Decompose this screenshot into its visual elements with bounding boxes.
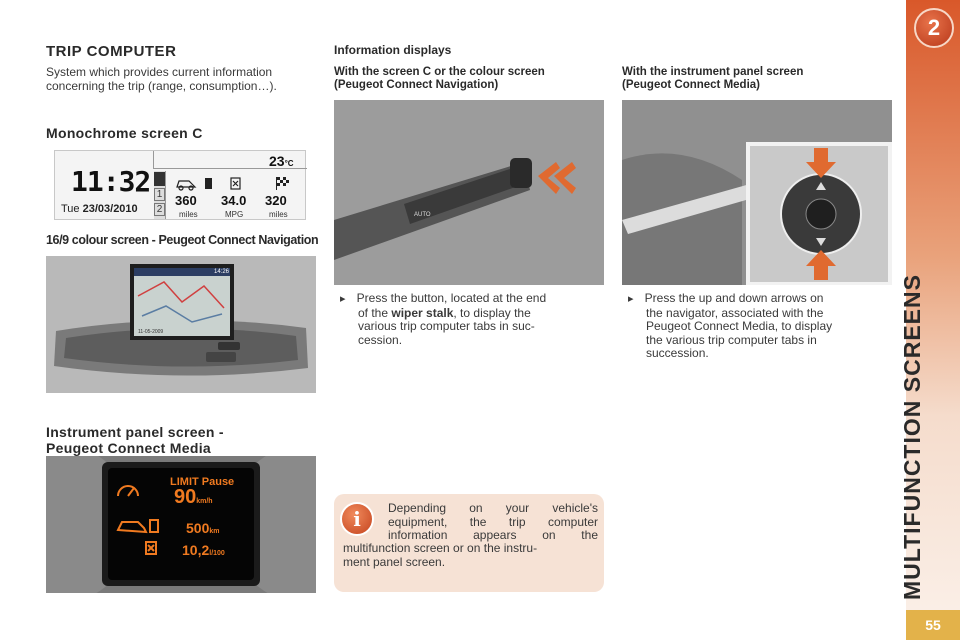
- mono-temperature: 23°C: [269, 153, 294, 169]
- cluster-speed: 90km/h: [174, 486, 213, 508]
- info-icon: i: [340, 502, 374, 536]
- orange-arrow-down-icon: [806, 148, 836, 178]
- car-fuel-icon: [116, 519, 159, 534]
- chapter-title: MULTIFUNCTION SCREENS: [899, 274, 925, 600]
- note-text: multifunction screen or on the instru- m…: [343, 541, 538, 569]
- mono-value-distance: 320: [265, 193, 287, 208]
- stalk-label: AUTO: [414, 212, 431, 218]
- up-arrow-icon: [816, 182, 826, 190]
- mono-clock: 11:32: [71, 165, 151, 198]
- car-range-icon: [176, 180, 197, 191]
- down-arrow-icon: [816, 238, 826, 246]
- information-note: [334, 494, 604, 592]
- instrument-cluster-photo: LIMIT Pause 90km/h 500km 10,2l/100: [46, 456, 316, 593]
- mono-value-range: 360: [175, 193, 197, 208]
- car-tab-icon: [154, 172, 165, 186]
- information-displays-title: Information displays: [334, 43, 452, 57]
- mono-unit-consumption: MPG: [225, 210, 244, 219]
- cluster-limit-label: LIMIT Pause: [170, 476, 235, 488]
- checkered-flag-icon: [276, 177, 289, 190]
- cluster-consumption: 10,2l/100: [182, 542, 225, 558]
- instrument-screen-subtitle: With the instrument panel screen (Peugeo…: [622, 66, 804, 91]
- mono-value-consumption: 34.0: [221, 193, 247, 208]
- monochrome-screen-image: 11:32 Tue 23/03/2010 23°C 1 2 360 miles …: [54, 150, 307, 220]
- monochrome-screen-title: Monochrome screen C: [46, 125, 203, 141]
- orange-arrow-icon: [538, 162, 576, 194]
- page-number: 55: [906, 610, 960, 640]
- bullet-icon: ▸: [628, 293, 634, 305]
- stalk-instruction: ▸ Press the button, located at the end o…: [340, 291, 547, 347]
- note-text-indented: Depending on your vehicle's equipment, t…: [388, 501, 598, 542]
- colour-screen-subtitle: With the screen C or the colour screen (…: [334, 66, 545, 91]
- colour-screen-caption: 16/9 colour screen - Peugeot Connect Nav…: [46, 233, 319, 247]
- speedometer-icon: [117, 485, 139, 497]
- chapter-number-badge: 2: [914, 8, 954, 48]
- nav-screen-clock: 14:26: [214, 269, 230, 275]
- mono-unit-distance: miles: [269, 210, 288, 219]
- navigator-photo: [622, 100, 892, 285]
- nav-screen-date: 11-05-2009: [138, 329, 164, 335]
- mono-unit-range: miles: [179, 210, 198, 219]
- orange-arrow-up-icon: [806, 250, 836, 280]
- mono-tab-2: 2: [154, 203, 165, 216]
- mono-trip-icons: [176, 177, 289, 191]
- wiper-stalk-photo: AUTO: [334, 100, 604, 285]
- mono-date: Tue 23/03/2010: [61, 203, 138, 215]
- fuel-consumption-icon: [230, 177, 241, 190]
- trip-computer-description: System which provides current informatio…: [46, 65, 277, 93]
- navigation-screen-photo: 14:26 11-05-2009: [46, 256, 316, 393]
- mono-tab-1: 1: [154, 188, 165, 201]
- consumption-icon: [145, 541, 157, 555]
- navigator-instruction: ▸ Press the up and down arrows on the na…: [628, 291, 833, 360]
- instrument-panel-title: Instrument panel screen - Peugeot Connec…: [46, 424, 224, 456]
- cluster-range: 500km: [186, 520, 220, 536]
- fuel-pump-icon: [205, 178, 212, 189]
- trip-computer-title: TRIP COMPUTER: [46, 43, 177, 60]
- chapter-band: [906, 0, 960, 640]
- bullet-icon: ▸: [340, 293, 346, 305]
